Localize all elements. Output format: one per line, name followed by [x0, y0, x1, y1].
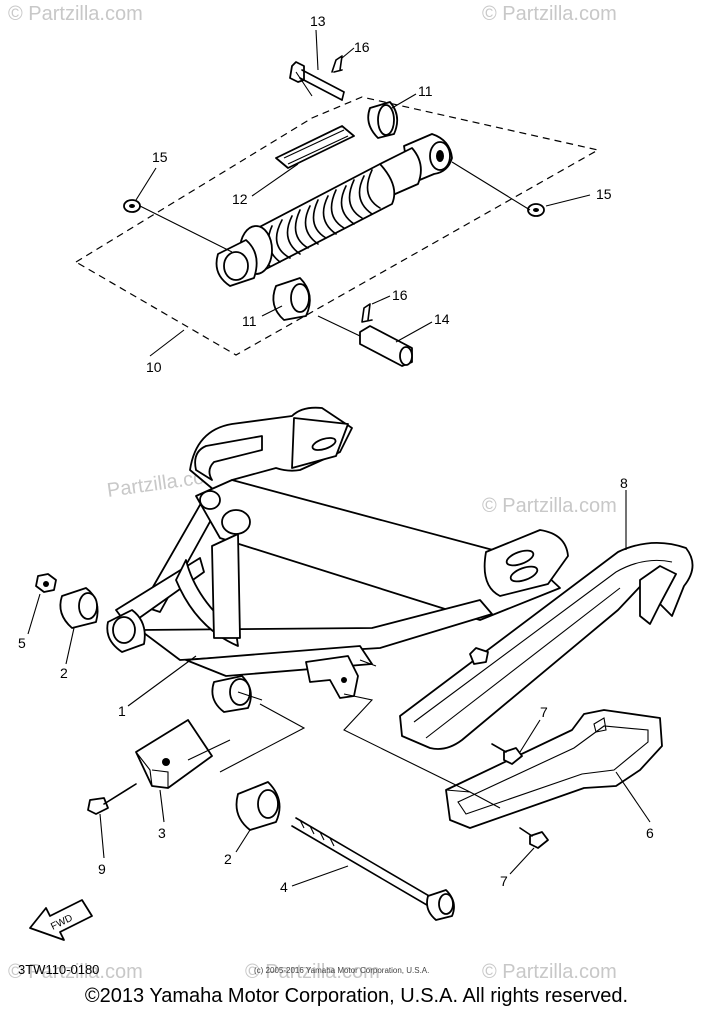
- cotter-pin-16-bottom: [361, 303, 373, 323]
- callout-7: 7: [540, 704, 548, 720]
- alignment-lines: [187, 659, 501, 809]
- chain-case-8: [399, 541, 694, 750]
- bushing-2-lower: [235, 781, 281, 831]
- bushing-11-bottom: [272, 277, 311, 321]
- callout-7: 7: [500, 873, 508, 889]
- washer-15-left: [123, 199, 141, 213]
- leader-11a: [391, 93, 417, 109]
- bolt-7-upper: [491, 743, 523, 765]
- nut-5: [35, 573, 57, 593]
- leader-16a: [341, 47, 355, 59]
- callout-14: 14: [434, 311, 450, 327]
- callout-3: 3: [158, 825, 166, 841]
- cotter-pin-16-top: [331, 55, 343, 73]
- callout-11: 11: [242, 313, 257, 329]
- callout-2: 2: [60, 665, 68, 681]
- bolt-7-lower: [519, 827, 549, 849]
- fwd-arrow: FWD: [29, 899, 93, 941]
- swingarm-1: [106, 406, 569, 699]
- bolt-9: [87, 783, 137, 815]
- pin-14: [359, 325, 413, 367]
- leader-16b: [371, 295, 391, 305]
- pivot-shaft-4: [291, 817, 455, 921]
- callout-8: 8: [620, 475, 628, 491]
- watermark: © Partzilla.com: [8, 3, 143, 25]
- leader-7b: [509, 847, 535, 875]
- footer-copyright: ©2013 Yamaha Motor Corporation, U.S.A. A…: [84, 985, 629, 1007]
- leader-1: [127, 655, 197, 707]
- leader-3: [159, 789, 165, 823]
- leader-14: [395, 321, 433, 343]
- callout-11: 11: [418, 83, 433, 99]
- bolt-13: [289, 61, 345, 101]
- washer-15-right: [527, 203, 545, 217]
- shock-kit-outline: [74, 96, 600, 356]
- leader-2a: [65, 627, 75, 665]
- callout-1: 1: [118, 703, 126, 719]
- callout-9: 9: [98, 861, 106, 877]
- small-copyright: (c) 2005-2016 Yamaha Motor Corporation, …: [254, 966, 429, 975]
- chain-guard-6: [445, 709, 663, 829]
- watermark: © Partzilla.com: [8, 961, 143, 983]
- bracket-3: [135, 719, 213, 789]
- leader-7a: [519, 719, 541, 753]
- leader-15b: [545, 194, 591, 207]
- pivot-bushing: [211, 675, 252, 713]
- leader-12: [251, 163, 299, 197]
- leader-4: [291, 865, 349, 887]
- diagram-code: 3TW110-0180: [18, 962, 99, 977]
- leader-13: [315, 29, 319, 71]
- bushing-11-top: [367, 101, 399, 139]
- leader-9: [99, 813, 105, 859]
- watermark: © Partzilla.com: [482, 3, 617, 25]
- callout-10: 10: [146, 359, 162, 375]
- watermark: © Partzilla.com: [245, 961, 380, 983]
- callout-16: 16: [392, 287, 408, 303]
- leader-6: [615, 771, 651, 823]
- callout-12: 12: [232, 191, 248, 207]
- callout-6: 6: [646, 825, 654, 841]
- callout-15: 15: [152, 149, 168, 165]
- label-plate-12: [275, 125, 355, 169]
- leader-2b: [235, 829, 251, 853]
- callout-15: 15: [596, 186, 612, 202]
- watermark: © Partzilla.com: [482, 495, 617, 517]
- leader-5: [27, 593, 41, 635]
- callout-4: 4: [280, 879, 288, 895]
- shock-alignment-lines: [139, 71, 531, 337]
- leader-11b: [261, 305, 283, 317]
- callout-13: 13: [310, 13, 326, 29]
- callout-5: 5: [18, 635, 26, 651]
- watermark: © Partzilla.com: [482, 961, 617, 983]
- bushing-2-upper: [59, 587, 99, 629]
- callout-16: 16: [354, 39, 370, 55]
- callout-2: 2: [224, 851, 232, 867]
- leader-10: [149, 329, 185, 357]
- leader-15a: [135, 167, 157, 201]
- rear-shock-absorber: [215, 133, 453, 287]
